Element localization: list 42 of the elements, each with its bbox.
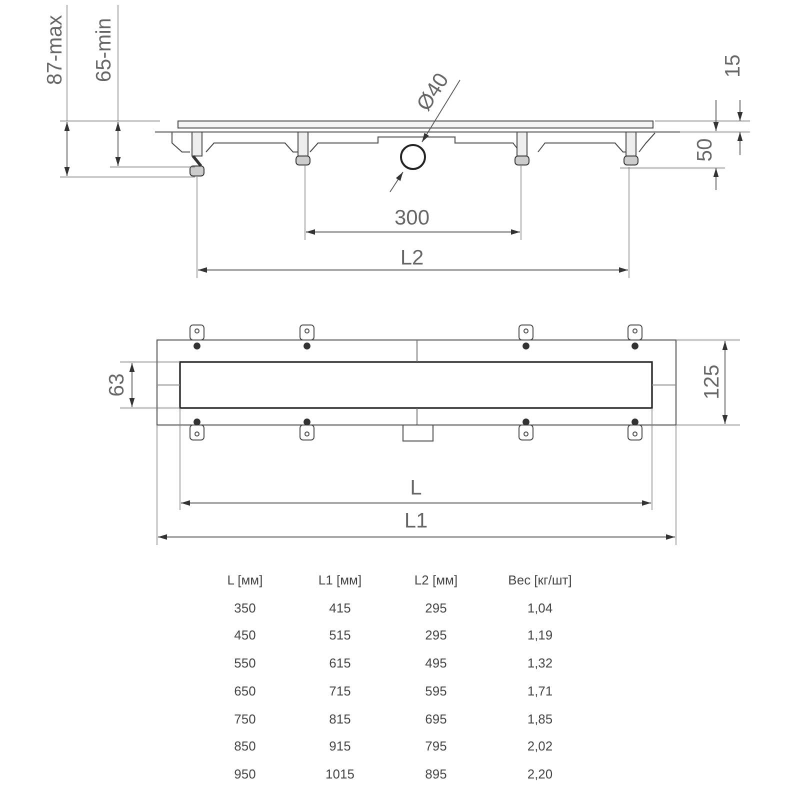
dimension-label: 87-max (44, 14, 66, 86)
dimension-label: L2 (400, 248, 424, 268)
table-value: 515 (329, 628, 351, 642)
column-header: L2 [мм] (414, 574, 458, 586)
table-value: 595 (425, 684, 447, 698)
dimension-label: 15 (722, 54, 744, 78)
table-value: 715 (329, 684, 351, 698)
dimension-label: 300 (394, 208, 430, 228)
dimension-label: 63 (106, 373, 128, 397)
table-value: 2,20 (527, 767, 553, 780)
table-value: 1015 (326, 767, 354, 780)
table-value: 1,19 (527, 628, 553, 642)
table-value: 950 (234, 767, 256, 780)
table-value: 615 (329, 656, 351, 670)
table-value: 450 (234, 628, 256, 642)
table-value: 750 (234, 712, 256, 725)
table-value: 695 (425, 712, 447, 725)
dimension-label: L (410, 478, 422, 498)
table-value: 915 (329, 740, 351, 753)
column-header: Вес [кг/шт] (508, 574, 572, 586)
table-value: 550 (234, 656, 256, 670)
table-value: 295 (425, 601, 447, 614)
table-value: 1,04 (527, 601, 553, 614)
table-value: 895 (425, 767, 447, 780)
column-header: L1 [мм] (318, 574, 362, 586)
table-value: 1,71 (527, 684, 553, 698)
table-value: 295 (425, 628, 447, 642)
table-value: 1,85 (527, 712, 553, 725)
table-value: 1,32 (527, 656, 553, 670)
table-value: 795 (425, 740, 447, 753)
dimension-label: 65-min (94, 18, 114, 82)
table-value: 850 (234, 740, 256, 753)
column-header: L [мм] (227, 574, 263, 586)
table-value: 2,02 (527, 740, 553, 753)
table-value: 495 (425, 656, 447, 670)
table-value: 350 (234, 601, 256, 614)
dimension-label: 125 (702, 364, 722, 400)
table-value: 415 (329, 601, 351, 614)
table-value: 815 (329, 712, 351, 725)
table-value: 650 (234, 684, 256, 698)
dimension-label: L1 (404, 510, 428, 532)
dimension-label: 50 (694, 138, 716, 162)
